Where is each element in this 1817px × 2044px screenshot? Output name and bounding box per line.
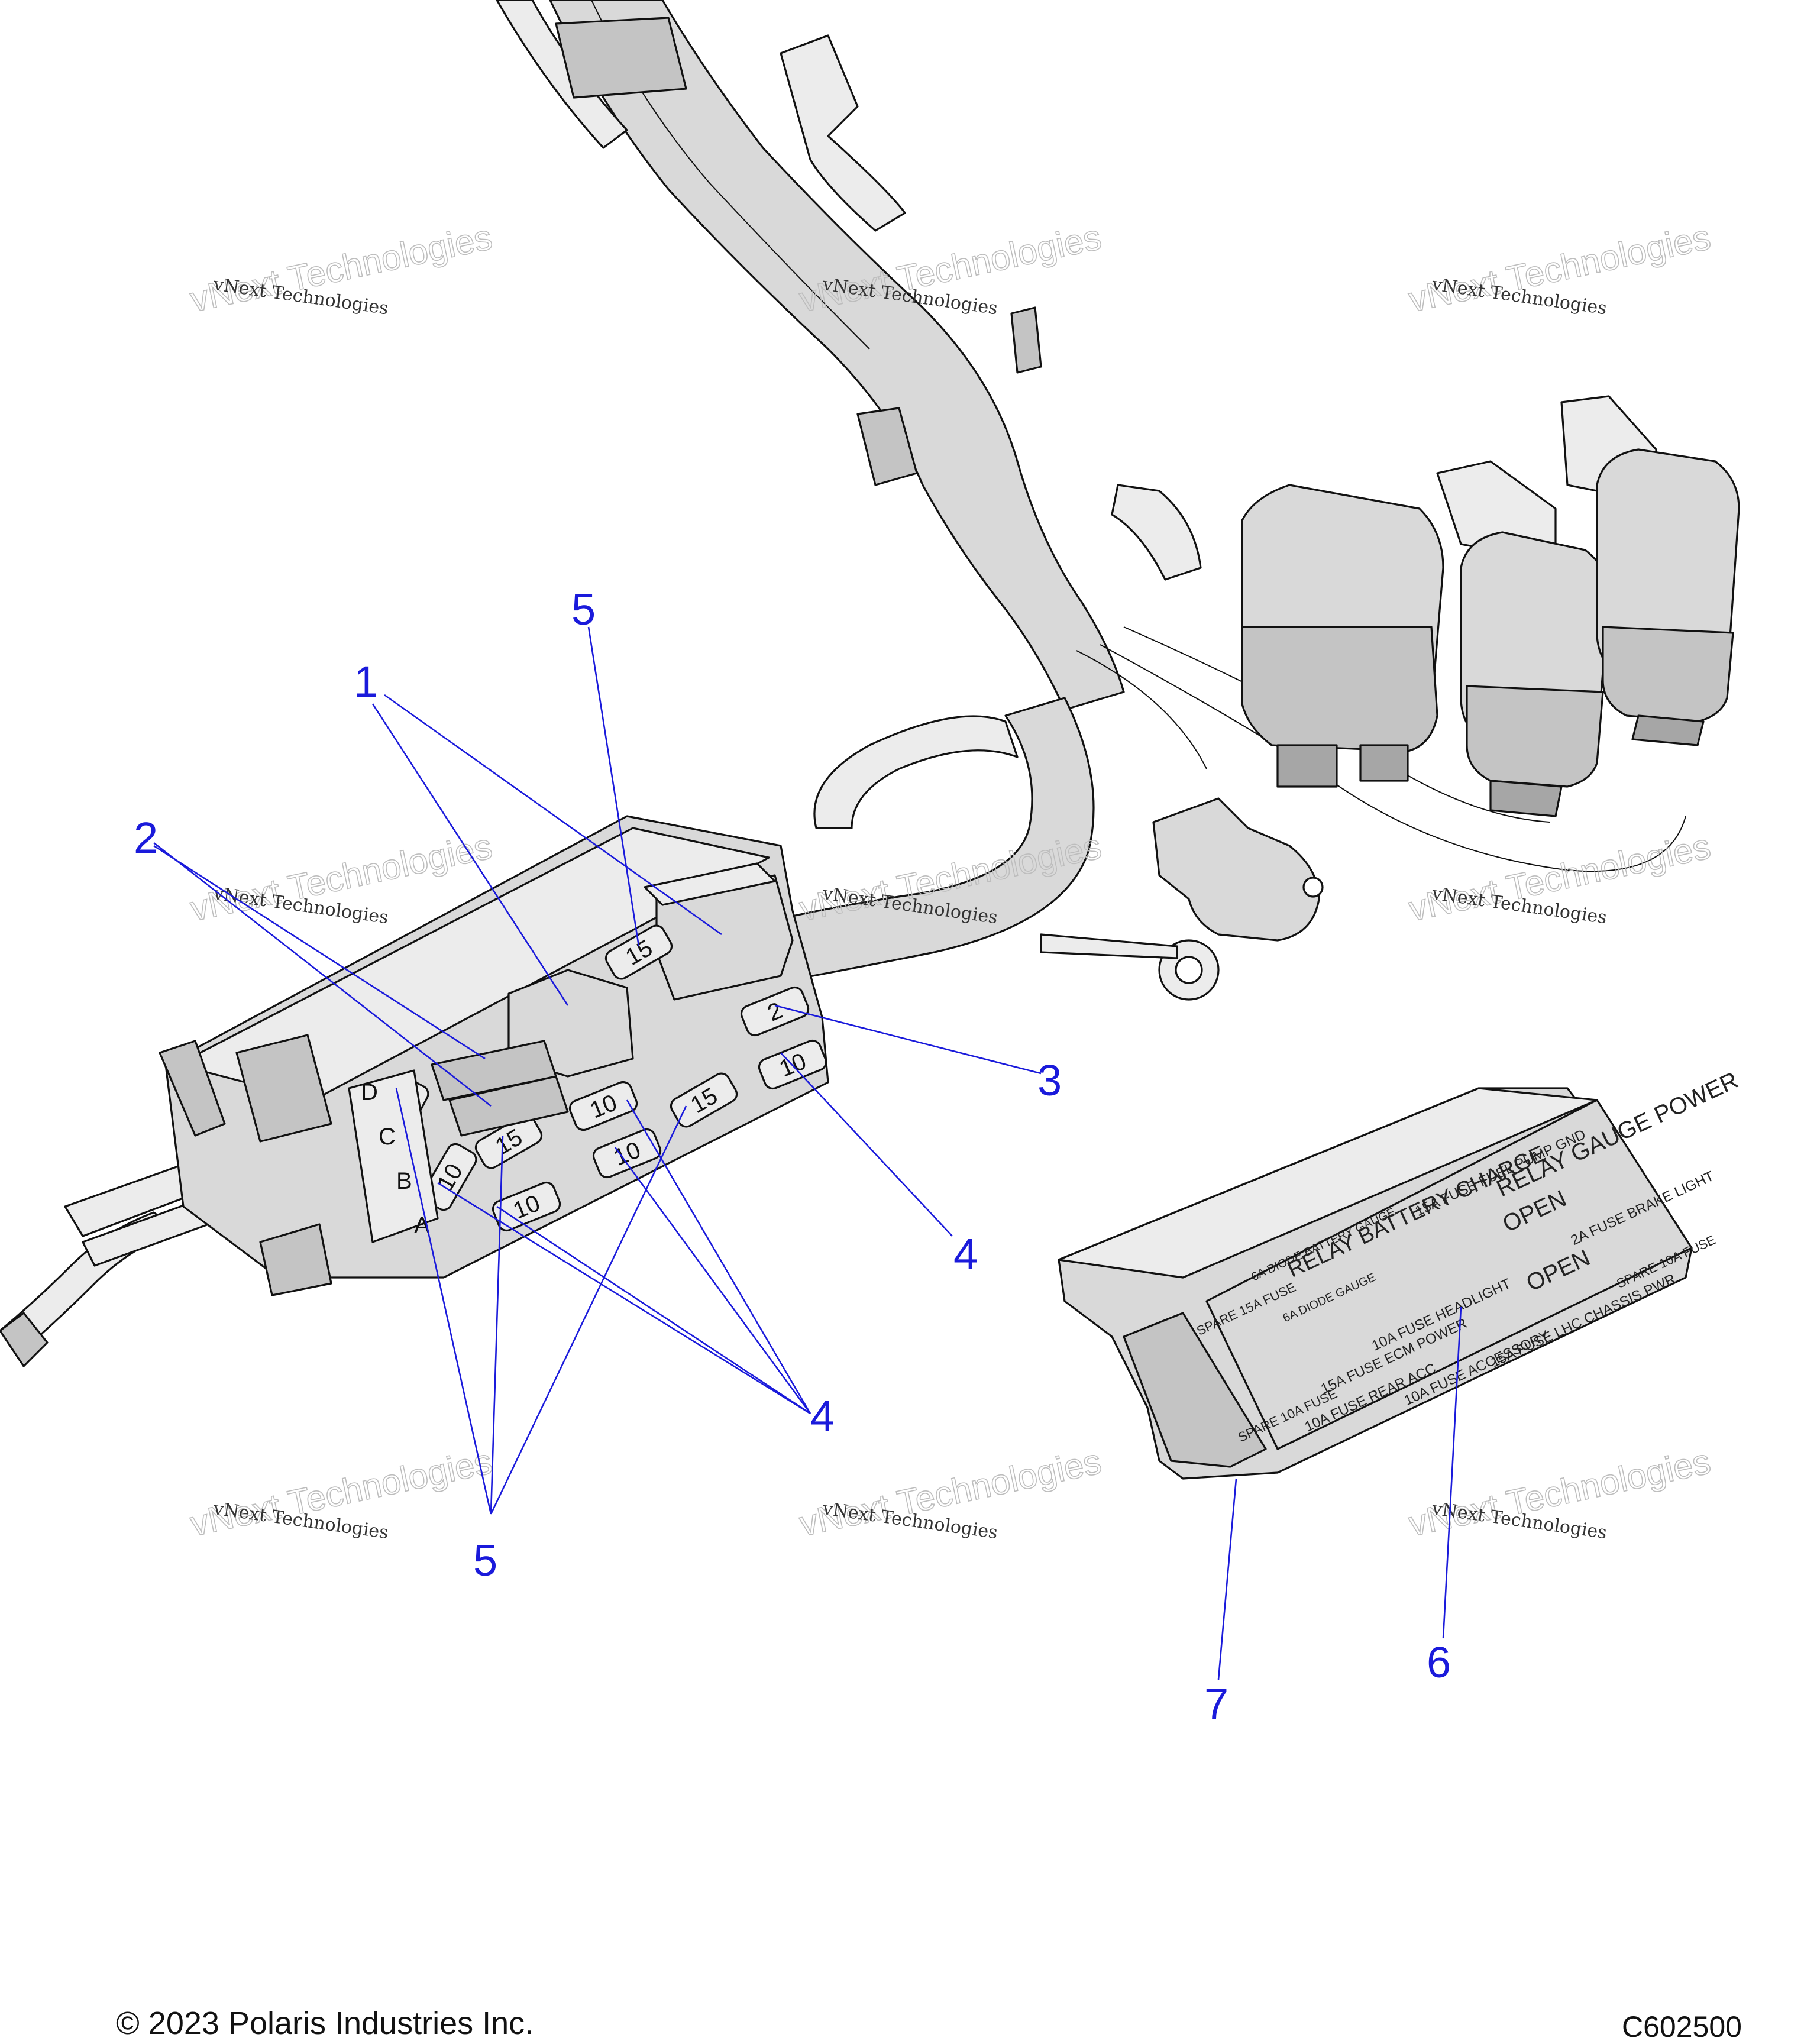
callout-2: 2	[134, 813, 158, 862]
callout-3: 3	[1037, 1056, 1062, 1105]
leader-lines	[153, 626, 1462, 1680]
callout-5-top: 5	[571, 585, 596, 634]
fuse: 10	[592, 1128, 662, 1179]
callout-1: 1	[354, 657, 378, 706]
row-letter: A	[414, 1212, 430, 1238]
callout-7: 7	[1204, 1679, 1228, 1728]
fuse: 10	[568, 1081, 638, 1131]
wire-harness	[496, 0, 1686, 1001]
row-letter: C	[379, 1124, 396, 1150]
callout-5-bottom: 5	[473, 1536, 497, 1585]
callout-4-right: 4	[953, 1230, 978, 1279]
row-letter: B	[396, 1168, 412, 1194]
copyright-text: © 2023 Polaris Industries Inc.	[116, 2006, 534, 2041]
callout-4-lower: 4	[810, 1392, 835, 1441]
relay-connectors	[1111, 395, 1740, 942]
figure-code: C602500	[1622, 2010, 1742, 2043]
callout-6: 6	[1427, 1638, 1451, 1687]
row-letter: D	[361, 1079, 378, 1105]
callout-group: 1 2 3 4 4 5 5 6 7	[134, 585, 1451, 1728]
fuse-box: 1515151510101010102 DCBA	[0, 815, 829, 1367]
fuse: 2	[740, 986, 810, 1037]
